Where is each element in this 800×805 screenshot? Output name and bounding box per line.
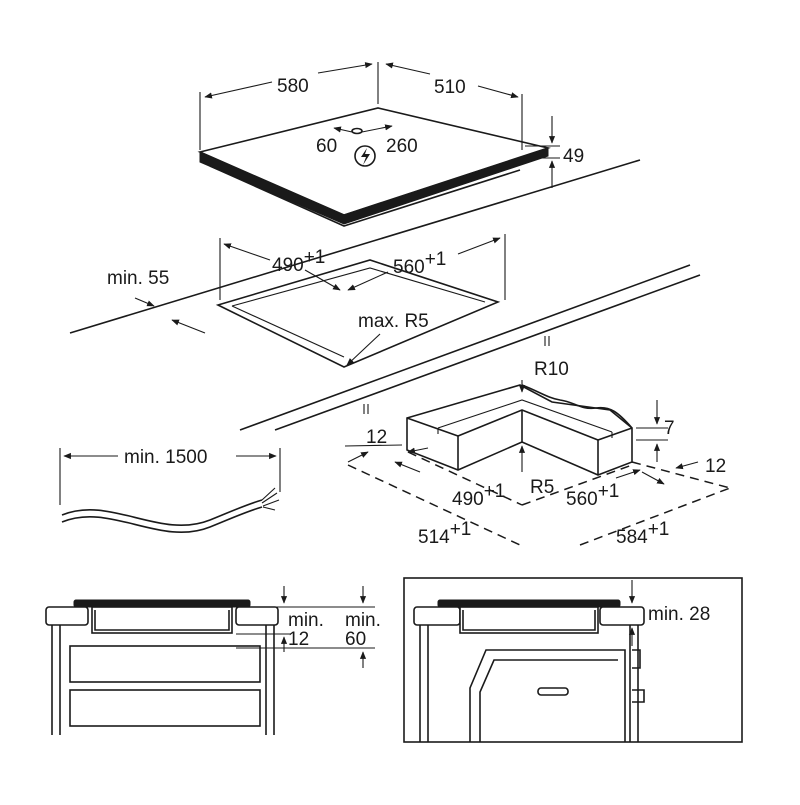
- cable-right-distance: 260: [386, 136, 418, 157]
- oven-install-drawing: [403, 577, 743, 743]
- frame-outer-depth-label: 584+1: [616, 519, 669, 548]
- drawer-install-drawing: [45, 586, 375, 735]
- drawer-gap-label-2: min.: [345, 610, 381, 631]
- cutout-radius-label: max. R5: [358, 311, 429, 332]
- frame-corner-radius-label: R10: [534, 359, 569, 380]
- frame-side-left-label: 12: [366, 427, 387, 448]
- oven-gap-label: min. 28: [648, 604, 710, 625]
- frame-outer-width-label: 514+1: [418, 519, 471, 548]
- cutout-dimensions: [134, 234, 506, 366]
- hob-dimensions: [199, 62, 560, 188]
- drawer-gap-value-1: 12: [288, 629, 309, 650]
- drawer-gap-label-1: min.: [288, 610, 324, 631]
- cable-length-label: min. 1500: [124, 447, 207, 468]
- cutout-width-label: 490+1: [272, 247, 325, 276]
- frame-inner-width-label: 490+1: [452, 481, 505, 510]
- worktop-drawing: [69, 159, 701, 431]
- frame-inner-depth-label: 560+1: [566, 481, 619, 510]
- hob-height-label: 49: [563, 146, 584, 167]
- drawer-gap-value-2: 60: [345, 629, 366, 650]
- frame-inner-radius-label: R5: [530, 477, 554, 498]
- cable-drawing: [59, 448, 281, 533]
- front-distance-label: min. 55: [107, 268, 169, 289]
- hob-depth-label: 510: [434, 77, 466, 98]
- lightning-icon: [361, 148, 370, 165]
- cable-left-distance: 60: [316, 136, 337, 157]
- frame-dimensions: [344, 336, 731, 546]
- hob-width-label: 580: [277, 76, 309, 97]
- frame-lip-label: 7: [664, 418, 675, 439]
- hob-drawing: [197, 107, 551, 227]
- frame-side-right-label: 12: [705, 456, 726, 477]
- frame-drawing: [406, 380, 633, 476]
- cutout-depth-label: 560+1: [393, 249, 446, 278]
